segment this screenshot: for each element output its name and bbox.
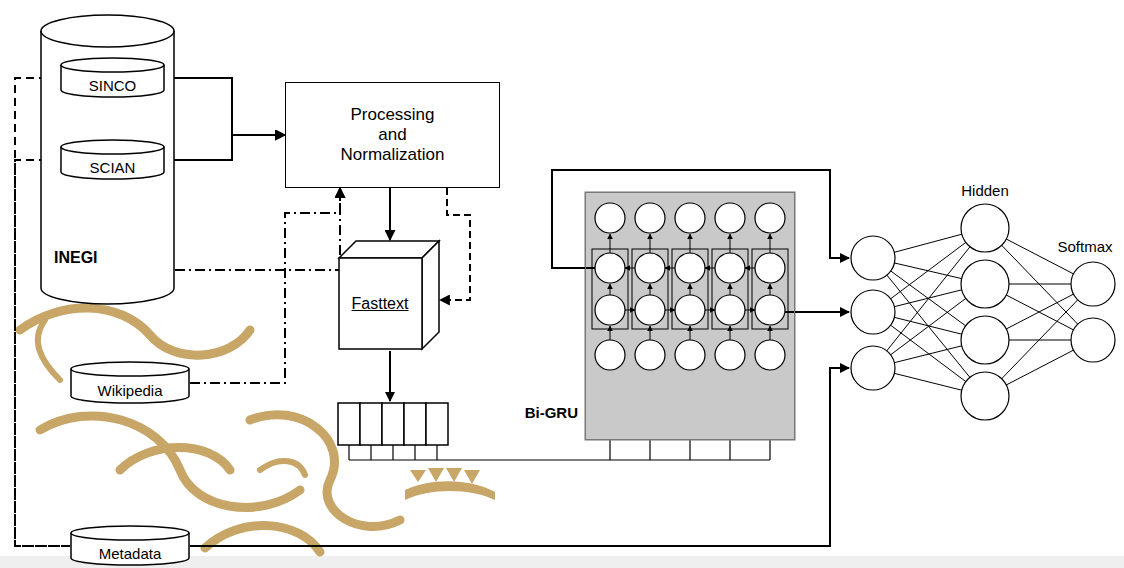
database-cylinder: INEGI SINCO SCIAN (40, 15, 175, 305)
process-box: Processing and Normalization (285, 82, 500, 188)
connector (165, 135, 285, 160)
network-neurons (851, 204, 1115, 420)
table-label: SINCO (89, 77, 137, 94)
connector (190, 188, 340, 383)
source-cylinder: Wikipedia (70, 362, 190, 404)
connector (440, 188, 470, 300)
gru-label: Bi-GRU (525, 404, 578, 421)
source-cylinder: Metadata (70, 526, 190, 566)
connector (389, 188, 391, 240)
table-cylinder: SINCO (60, 58, 165, 98)
embedding-vector (338, 403, 448, 445)
table-cylinder: SCIAN (60, 140, 165, 180)
connector (175, 188, 340, 270)
network-inputs (190, 170, 849, 546)
gru-arrows (610, 234, 770, 340)
model-cube: Fasttext (338, 240, 440, 350)
layer-label: Hidden (961, 182, 1009, 200)
database-label: INEGI (54, 249, 98, 267)
layer-label: Softmax (1057, 238, 1112, 256)
source-label: Wikipedia (97, 382, 162, 399)
arrow (389, 351, 391, 401)
table-label: SCIAN (90, 159, 136, 176)
source-label: Metadata (99, 545, 162, 562)
gru-panel (585, 192, 795, 440)
connector (165, 78, 285, 135)
model-label: Fasttext (352, 295, 409, 313)
gru-cells (592, 249, 788, 329)
ornament-teeth (405, 468, 495, 500)
gru-block: Bi-GRU (585, 192, 795, 440)
gru-units (595, 203, 785, 370)
process-label: Processing and Normalization (341, 105, 445, 165)
